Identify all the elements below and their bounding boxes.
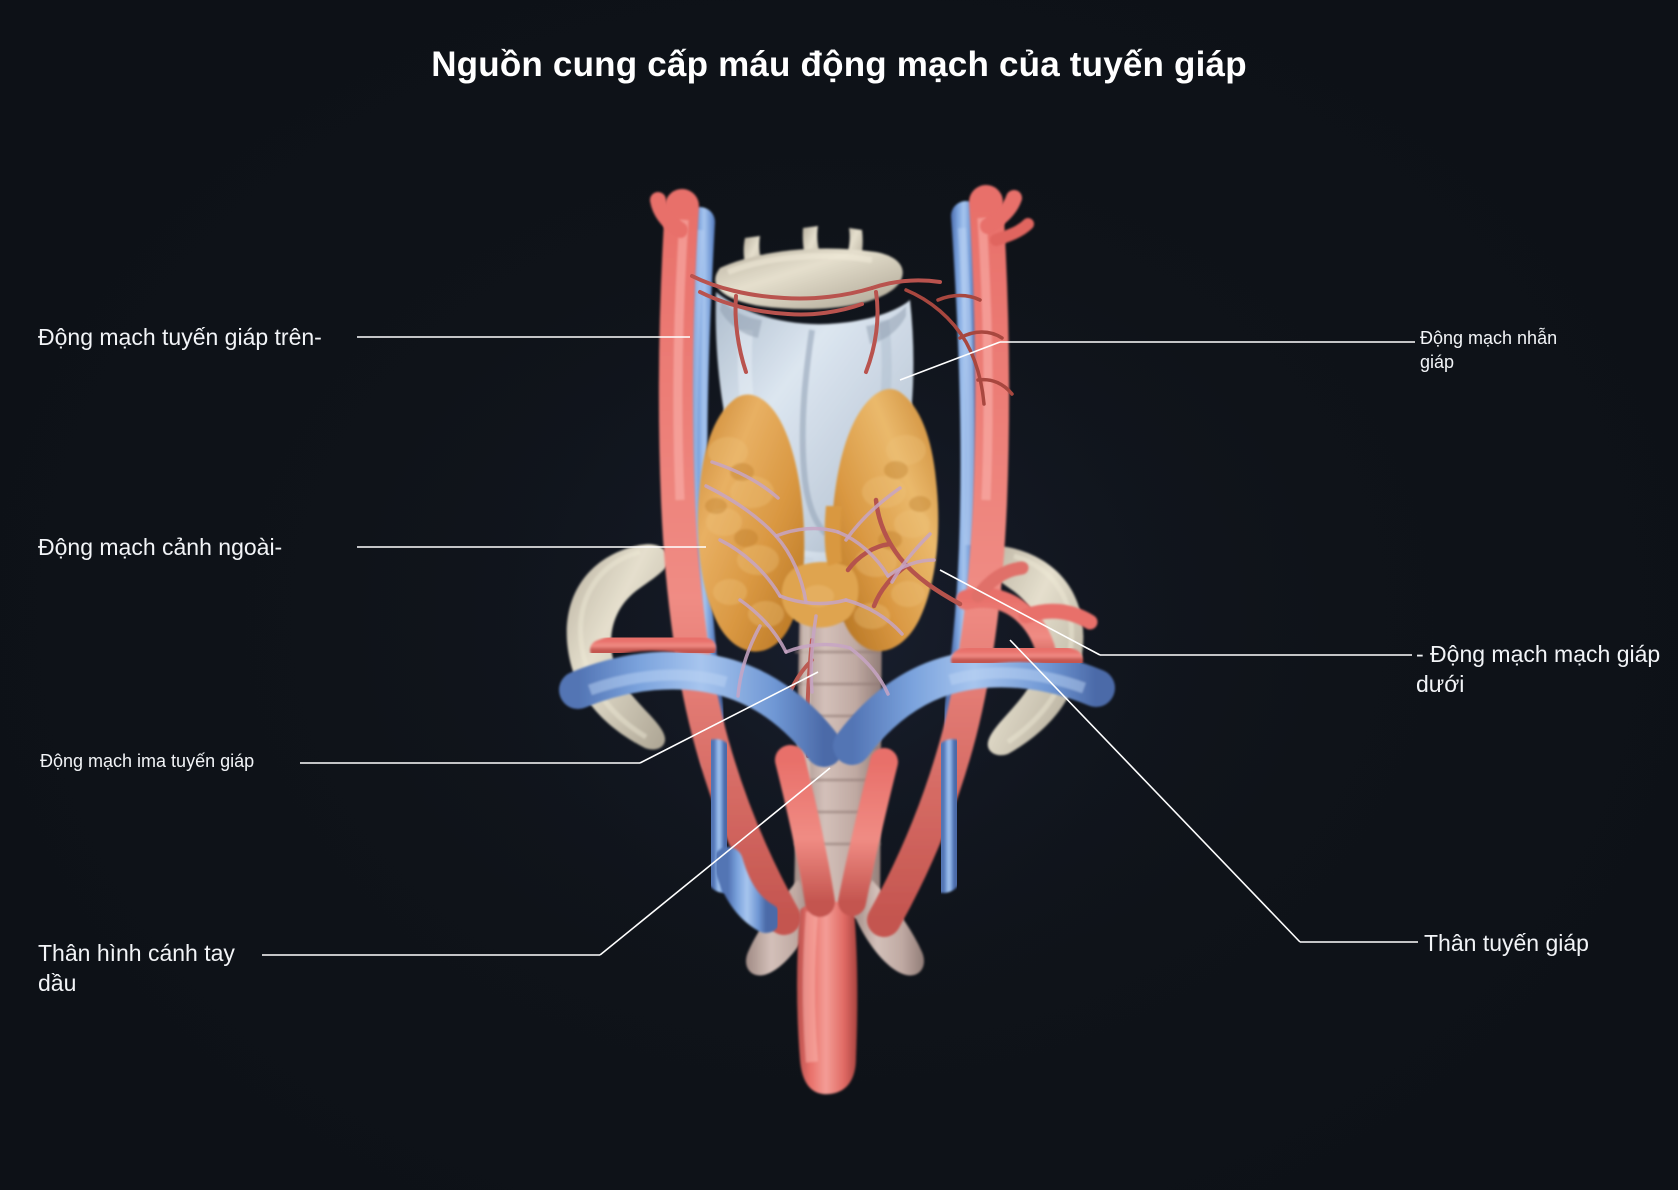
label-brachiocephalic-trunk-line1: Thân hình cánh tay [38, 940, 235, 966]
label-brachiocephalic-trunk: Thân hình cánh tay dầu [38, 938, 288, 999]
label-cricothyroid-artery-line2: giáp [1420, 351, 1455, 372]
label-cricothyroid-artery: Động mạch nhẫn giáp [1420, 327, 1650, 375]
subclavian-artery-left [590, 630, 716, 660]
label-inferior-thyroid-artery: - Động mạch mạch giáp dưới [1416, 639, 1666, 700]
label-brachiocephalic-trunk-line2: dầu [38, 970, 77, 997]
page-title: Nguồn cung cấp máu động mạch của tuyến g… [431, 45, 1247, 84]
label-superior-thyroid-artery: Động mạch tuyến giáp trên- [38, 324, 322, 350]
subclavian-artery-right [951, 640, 1083, 671]
brachiocephalic-vein-right [927, 739, 971, 893]
thyroid-venous-plexus [704, 460, 936, 698]
thyroid-gland [697, 388, 939, 652]
external-carotid-branches [650, 190, 1034, 246]
label-inferior-thyroid-artery-line2: dưới [1416, 671, 1465, 698]
label-thyrocervical-trunk: Thân tuyến giáp [1424, 930, 1589, 956]
label-external-carotid-artery: Động mạch cảnh ngoài- [38, 534, 283, 560]
label-cricothyroid-artery-line1: Động mạch nhẫn [1420, 328, 1558, 348]
label-thyroid-ima-artery: Động mạch ima tuyến giáp [40, 751, 255, 771]
label-inferior-thyroid-artery-line1: - Động mạch mạch giáp [1416, 641, 1661, 667]
superior-thyroid-artery-branches [690, 274, 942, 374]
